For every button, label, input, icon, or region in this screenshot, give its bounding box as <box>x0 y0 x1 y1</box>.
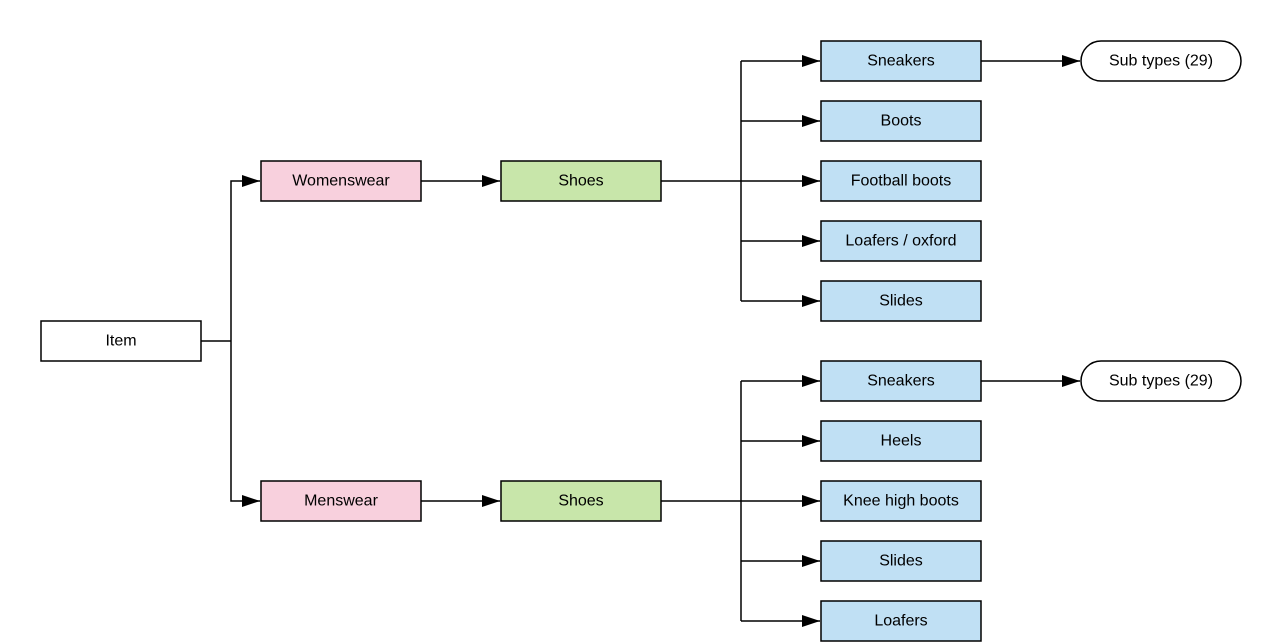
edge-w-shoes-trunk <box>661 61 742 301</box>
node-m-knee-high-boots[interactable]: Knee high boots <box>820 480 982 522</box>
node-m-knee-high-boots-label: Knee high boots <box>843 493 959 510</box>
node-w-sneakers[interactable]: Sneakers <box>820 40 982 82</box>
node-m-loafers[interactable]: Loafers <box>820 600 982 642</box>
node-m-subtypes-box <box>1080 360 1242 402</box>
node-w-football-boots-label: Football boots <box>851 173 952 190</box>
node-item-box <box>40 320 202 362</box>
node-menswear-shoes-box <box>500 480 662 522</box>
node-menswear-shoes-label: Shoes <box>558 493 603 510</box>
node-m-heels-box <box>820 420 982 462</box>
node-womenswear[interactable]: Womenswear <box>260 160 422 202</box>
node-m-slides-box <box>820 540 982 582</box>
node-w-slides[interactable]: Slides <box>820 280 982 322</box>
node-item-label: Item <box>105 333 136 350</box>
node-m-sneakers-label: Sneakers <box>867 373 935 390</box>
node-m-heels-label: Heels <box>881 433 922 450</box>
node-m-subtypes[interactable]: Sub types (29) <box>1080 360 1242 402</box>
node-w-slides-label: Slides <box>879 293 923 310</box>
node-menswear-shoes[interactable]: Shoes <box>500 480 662 522</box>
node-menswear[interactable]: Menswear <box>260 480 422 522</box>
edges <box>201 55 1080 627</box>
node-m-loafers-box <box>820 600 982 642</box>
node-w-subtypes-label: Sub types (29) <box>1109 53 1213 70</box>
node-w-loafers-oxford-box <box>820 220 982 262</box>
node-m-knee-high-boots-box <box>820 480 982 522</box>
node-womenswear-shoes-label: Shoes <box>558 173 603 190</box>
node-w-loafers-oxford[interactable]: Loafers / oxford <box>820 220 982 262</box>
node-w-boots-box <box>820 100 982 142</box>
node-w-boots-label: Boots <box>881 113 922 130</box>
node-menswear-box <box>260 480 422 522</box>
node-m-sneakers-box <box>820 360 982 402</box>
node-w-sneakers-box <box>820 40 982 82</box>
node-womenswear-box <box>260 160 422 202</box>
node-w-slides-box <box>820 280 982 322</box>
node-m-subtypes-label: Sub types (29) <box>1109 373 1213 390</box>
edge-item-to-womenswear <box>230 175 260 341</box>
node-w-subtypes-box <box>1080 40 1242 82</box>
node-m-sneakers[interactable]: Sneakers <box>820 360 982 402</box>
node-w-subtypes[interactable]: Sub types (29) <box>1080 40 1242 82</box>
node-womenswear-shoes-box <box>500 160 662 202</box>
node-m-loafers-label: Loafers <box>874 613 927 630</box>
node-womenswear-shoes[interactable]: Shoes <box>500 160 662 202</box>
node-m-slides[interactable]: Slides <box>820 540 982 582</box>
node-w-football-boots[interactable]: Football boots <box>820 160 982 202</box>
node-m-heels[interactable]: Heels <box>820 420 982 462</box>
node-w-loafers-oxford-label: Loafers / oxford <box>845 233 956 250</box>
node-w-football-boots-box <box>820 160 982 202</box>
node-womenswear-label: Womenswear <box>292 173 390 190</box>
edge-item-to-menswear <box>230 341 260 507</box>
node-w-sneakers-label: Sneakers <box>867 53 935 70</box>
node-menswear-label: Menswear <box>304 493 378 510</box>
node-item[interactable]: Item <box>40 320 202 362</box>
edge-m-shoes-trunk <box>661 381 742 621</box>
node-m-slides-label: Slides <box>879 553 923 570</box>
node-w-boots[interactable]: Boots <box>820 100 982 142</box>
